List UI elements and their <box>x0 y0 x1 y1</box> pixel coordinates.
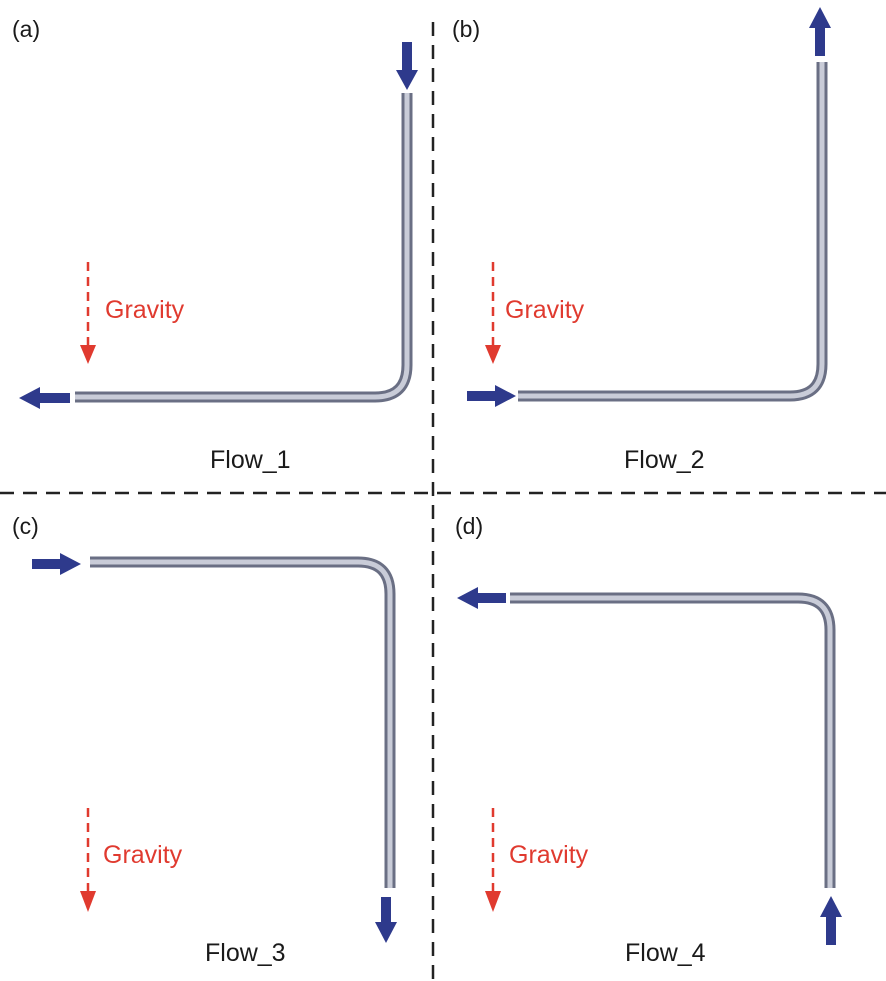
gravity-arrow <box>485 262 501 364</box>
arrow-left-icon <box>457 587 506 609</box>
pipe-highlight <box>75 93 410 400</box>
pipe-highlight <box>518 62 825 399</box>
pipe <box>75 93 413 403</box>
arrow-up-icon <box>809 7 831 56</box>
arrow-right-icon <box>32 553 81 575</box>
arrow-up-icon <box>820 896 842 945</box>
arrow-right-icon <box>467 385 516 407</box>
pipe <box>90 556 396 888</box>
flow-label: Flow_2 <box>624 446 705 474</box>
flow-label: Flow_4 <box>625 939 706 967</box>
panel-tag: (a) <box>12 16 40 42</box>
gravity-arrow <box>80 262 96 364</box>
flow-label: Flow_3 <box>205 939 286 967</box>
panel-a: (a) Gravity Flow_1 <box>12 16 418 474</box>
arrow-down-icon <box>375 897 397 943</box>
panel-c: (c) Gravity Flow_3 <box>12 513 397 967</box>
panel-b: (b) Gravity Flow_2 <box>452 7 831 474</box>
panel-d: (d) Gravity Flow_4 <box>455 513 842 967</box>
panel-tag: (b) <box>452 16 480 42</box>
gravity-label: Gravity <box>505 296 585 324</box>
flow-label: Flow_1 <box>210 446 291 474</box>
arrow-down-icon <box>396 42 418 90</box>
pipe-highlight <box>90 559 393 888</box>
gravity-label: Gravity <box>105 296 185 324</box>
arrow-left-icon <box>19 387 70 409</box>
pipe <box>518 62 828 402</box>
pipe-highlight <box>510 595 833 888</box>
gravity-label: Gravity <box>103 841 183 869</box>
gravity-arrow <box>485 808 501 912</box>
gravity-arrow <box>80 808 96 912</box>
panel-tag: (c) <box>12 513 39 539</box>
panel-tag: (d) <box>455 513 483 539</box>
gravity-label: Gravity <box>509 841 589 869</box>
